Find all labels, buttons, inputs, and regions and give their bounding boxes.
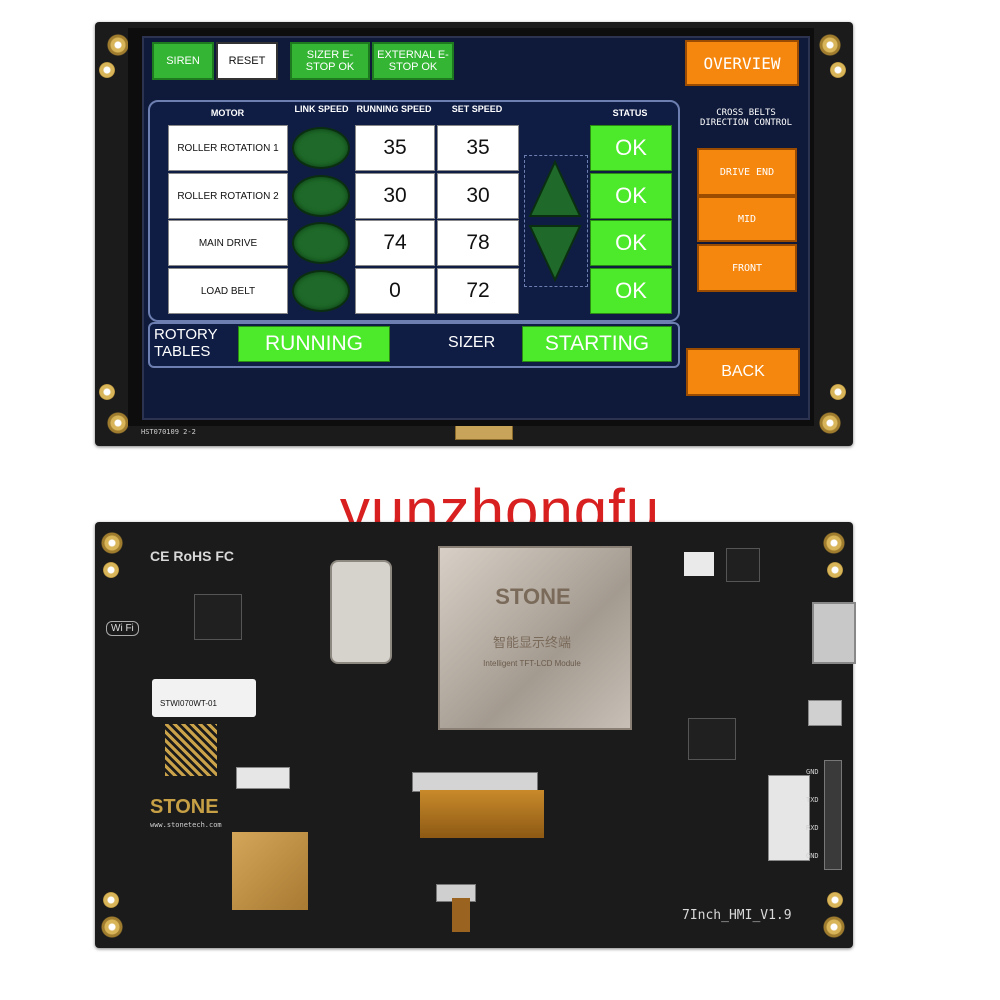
stone-module-shield: [438, 546, 632, 730]
header-running-speed: RUNNING SPEED: [356, 104, 432, 114]
gold-pad: [232, 832, 308, 910]
mounting-hole: [101, 532, 123, 554]
mounting-hole: [107, 34, 129, 56]
mounting-hole: [99, 384, 115, 400]
serial-sticker: [152, 679, 256, 717]
mounting-hole: [819, 34, 841, 56]
module-subtitle-text: Intelligent TFT-LCD Module: [483, 659, 581, 668]
mounting-hole: [830, 62, 846, 78]
arrow-control-frame: [524, 155, 588, 287]
mounting-hole: [830, 384, 846, 400]
pin-label: RXD: [806, 824, 819, 832]
header-status: STATUS: [612, 108, 648, 118]
pin-label: TXD: [806, 796, 819, 804]
mounting-hole: [107, 412, 129, 434]
mounting-hole: [823, 532, 845, 554]
running-speed-value: 74: [355, 220, 435, 266]
running-speed-value: 30: [355, 173, 435, 219]
header-link-speed: LINK SPEED: [294, 104, 349, 114]
module-cn-text: 智能显示终端: [492, 636, 571, 651]
stone-brand-logo: STONE: [150, 796, 219, 818]
module-brand-text: STONE: [495, 584, 571, 609]
rotory-tables-state: RUNNING: [238, 326, 390, 362]
website-text: www.stonetech.com: [150, 821, 222, 829]
ethernet-port[interactable]: [808, 700, 842, 726]
drive-end-button[interactable]: DRIVE END: [697, 148, 797, 196]
status-ok-indicator: OK: [590, 268, 672, 314]
mounting-hole: [823, 916, 845, 938]
bottom-ribbon: [452, 898, 470, 932]
arrow-up-icon[interactable]: [528, 160, 582, 218]
cert-marks: CE RoHS FC: [150, 548, 234, 564]
serial-header[interactable]: [768, 775, 810, 861]
running-speed-value: 0: [355, 268, 435, 314]
usb-port[interactable]: [812, 602, 856, 664]
arrow-down-icon[interactable]: [528, 224, 582, 282]
wifi-label: Wi Fi: [106, 621, 139, 636]
link-speed-indicator: [292, 222, 350, 264]
mounting-hole: [827, 562, 843, 578]
mcu-chip: [194, 594, 242, 640]
motor-name-cell: ROLLER ROTATION 1: [168, 125, 288, 171]
set-speed-input[interactable]: 35: [437, 125, 519, 171]
mounting-hole: [99, 62, 115, 78]
siren-button[interactable]: SIREN: [152, 42, 214, 80]
mounting-hole: [103, 562, 119, 578]
sizer-label: SIZER: [448, 334, 496, 351]
mounting-hole: [819, 412, 841, 434]
running-speed-value: 35: [355, 125, 435, 171]
sizer-state: STARTING: [522, 326, 672, 362]
link-speed-indicator: [292, 270, 350, 312]
reset-button[interactable]: RESET: [216, 42, 278, 80]
pin-label: GND: [806, 768, 819, 776]
motor-name-cell: LOAD BELT: [168, 268, 288, 314]
set-speed-input[interactable]: 30: [437, 173, 519, 219]
pcb-silkscreen-label: HST070109 2-2: [141, 428, 196, 436]
back-button[interactable]: BACK: [686, 348, 800, 396]
mounting-hole: [827, 892, 843, 908]
motor-name-cell: ROLLER ROTATION 2: [168, 173, 288, 219]
mid-button[interactable]: MID: [697, 196, 797, 242]
rotory-tables-label: ROTORY TABLES: [154, 326, 218, 360]
battery-holder: [330, 560, 392, 664]
sizer-estop-button[interactable]: SIZER E-STOP OK: [290, 42, 370, 80]
header-set-speed: SET SPEED: [451, 104, 503, 114]
board-model-text: 7Inch_HMI_V1.9: [682, 908, 792, 923]
external-estop-button[interactable]: EXTERNAL E-STOP OK: [372, 42, 454, 80]
front-button[interactable]: FRONT: [697, 244, 797, 292]
serial-sticker-text: STWI070WT-01: [160, 699, 217, 708]
jst-connector: [684, 552, 714, 576]
fpc-connector: [412, 772, 538, 792]
small-connector: [236, 767, 290, 789]
mounting-hole: [103, 892, 119, 908]
fpc-ribbon: [420, 790, 544, 838]
set-speed-input[interactable]: 72: [437, 268, 519, 314]
mounting-hole: [101, 916, 123, 938]
link-speed-indicator: [292, 175, 350, 217]
status-ok-indicator: OK: [590, 173, 672, 219]
status-ok-indicator: OK: [590, 220, 672, 266]
overview-button[interactable]: OVERVIEW: [685, 40, 799, 86]
motor-name-cell: MAIN DRIVE: [168, 220, 288, 266]
inductor: [726, 548, 760, 582]
qr-code: [165, 724, 217, 776]
set-speed-input[interactable]: 78: [437, 220, 519, 266]
link-speed-indicator: [292, 127, 350, 169]
status-ok-indicator: OK: [590, 125, 672, 171]
pin-header: [824, 760, 842, 870]
ribbon-connector: [455, 424, 513, 440]
cross-belts-title: CROSS BELTS DIRECTION CONTROL: [699, 108, 793, 128]
regulator-chip: [688, 718, 736, 760]
header-motor: MOTOR: [210, 108, 245, 118]
pin-label: GND: [806, 852, 819, 860]
